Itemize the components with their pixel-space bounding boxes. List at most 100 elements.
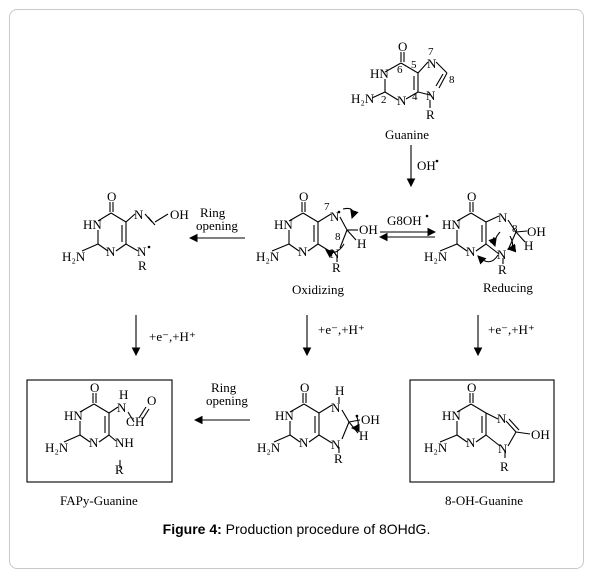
position-5: 5: [411, 59, 417, 71]
position-8: 8: [512, 223, 518, 235]
atom-h2n: H₂N: [424, 249, 448, 264]
atom-hn: HN: [370, 66, 389, 81]
position-8: 8: [449, 74, 455, 86]
atom-oh: OH: [359, 222, 378, 237]
reduced-intermediate-structure: [273, 393, 361, 453]
atom-n: N: [497, 411, 507, 426]
position-4: 4: [490, 235, 496, 247]
atom-o: O: [90, 380, 99, 395]
atom-n: N: [466, 244, 476, 259]
radical-dot: [355, 414, 359, 418]
atom-h: H: [335, 383, 344, 398]
label-reducing: Reducing: [483, 280, 533, 295]
atom-n: N: [137, 244, 147, 259]
guanine-structure: [371, 52, 448, 108]
reaction-arrows: [131, 145, 483, 425]
atom-h: H: [119, 387, 128, 402]
atom-n: N: [498, 441, 508, 456]
atom-n: N: [299, 435, 309, 450]
label-fapy-guanine: FAPy-Guanine: [60, 493, 138, 508]
fapy-guanine-structure: [63, 393, 150, 468]
radical-dot: [435, 159, 439, 163]
radical-dot: [337, 210, 341, 214]
atom-n: N: [466, 435, 476, 450]
atom-h2n: H₂N: [424, 440, 448, 455]
atom-o: O: [300, 380, 309, 395]
position-6: 6: [397, 64, 403, 76]
position-4: 4: [412, 91, 418, 103]
label-g8oh: G8OH: [387, 213, 422, 228]
reducing-intermediate-structure: [439, 202, 528, 265]
atom-h: H: [359, 428, 368, 443]
position-2: 2: [381, 94, 387, 106]
position-8: 8: [335, 231, 341, 243]
atom-h: H: [357, 236, 366, 251]
atom-o: O: [467, 189, 476, 204]
oh-guanine-box: [409, 379, 555, 483]
atom-h: H: [524, 238, 533, 253]
atom-n: N: [331, 400, 341, 415]
atom-n: N: [426, 88, 436, 103]
position-7: 7: [428, 46, 434, 58]
label-ring: Ring: [200, 205, 226, 220]
caption-text: Production procedure of 8OHdG.: [225, 521, 431, 537]
atom-r: R: [115, 462, 124, 477]
caption-label: Figure 4:: [162, 521, 222, 537]
fapy-guanine-box: [26, 379, 173, 483]
label-opening: opening: [206, 393, 248, 408]
atom-h2n: H₂N: [45, 440, 69, 455]
position-7: 7: [324, 201, 330, 213]
atom-n: N: [498, 210, 508, 225]
atom-o: O: [299, 189, 308, 204]
atom-n: N: [331, 437, 341, 452]
oxidizing-intermediate-structure: [271, 202, 359, 262]
atom-oh: OH: [170, 207, 189, 222]
label-oxidizing: Oxidizing: [292, 282, 344, 297]
figure-caption: Figure 4: Production procedure of 8OHdG.: [0, 521, 593, 537]
atom-h2n: H₂N: [256, 249, 280, 264]
atom-n: N: [106, 244, 116, 259]
atom-hn: HN: [275, 408, 294, 423]
atom-hn: HN: [274, 217, 293, 232]
atom-oh: OH: [361, 412, 380, 427]
atom-oh: OH: [531, 427, 550, 442]
atom-r: R: [500, 459, 509, 474]
atom-nh: NH: [115, 435, 134, 450]
atom-n: N: [397, 93, 407, 108]
atom-n: N: [298, 244, 308, 259]
atom-hn: HN: [442, 408, 461, 423]
atom-h2n: H₂N: [257, 440, 281, 455]
atom-n: N: [134, 207, 144, 222]
atom-o: O: [467, 380, 476, 395]
atom-n: N: [89, 435, 99, 450]
atom-n: N: [330, 209, 340, 224]
atom-o: O: [147, 393, 156, 408]
label-guanine: Guanine: [385, 127, 429, 142]
figure-frame: [9, 9, 584, 569]
atom-c: C: [126, 414, 135, 429]
radical-dot: [147, 245, 151, 249]
atom-r: R: [498, 262, 507, 277]
atom-n: N: [427, 56, 437, 71]
label-oh-radical: OH: [417, 158, 436, 173]
atom-r: R: [138, 258, 147, 273]
atom-o: O: [398, 39, 407, 54]
atom-h2n: H₂N: [62, 249, 86, 264]
atom-n: N: [330, 246, 340, 261]
ring-opened-radical-structure: [81, 202, 169, 252]
atom-r: R: [334, 451, 343, 466]
atom-n: N: [117, 400, 127, 415]
atom-n: N: [497, 247, 507, 262]
label-opening: opening: [196, 218, 238, 233]
label-electron-proton: +e⁻,+H⁺: [318, 322, 365, 337]
atom-hn: HN: [64, 408, 83, 423]
atom-hn: HN: [442, 217, 461, 232]
oh-guanine-structure: [439, 393, 531, 458]
atom-o: O: [107, 189, 116, 204]
label-ring: Ring: [211, 380, 237, 395]
atom-hn: HN: [83, 217, 102, 232]
label-8-oh-guanine: 8-OH-Guanine: [445, 493, 523, 508]
radical-dot: [425, 214, 429, 218]
atom-h: H: [135, 414, 144, 429]
